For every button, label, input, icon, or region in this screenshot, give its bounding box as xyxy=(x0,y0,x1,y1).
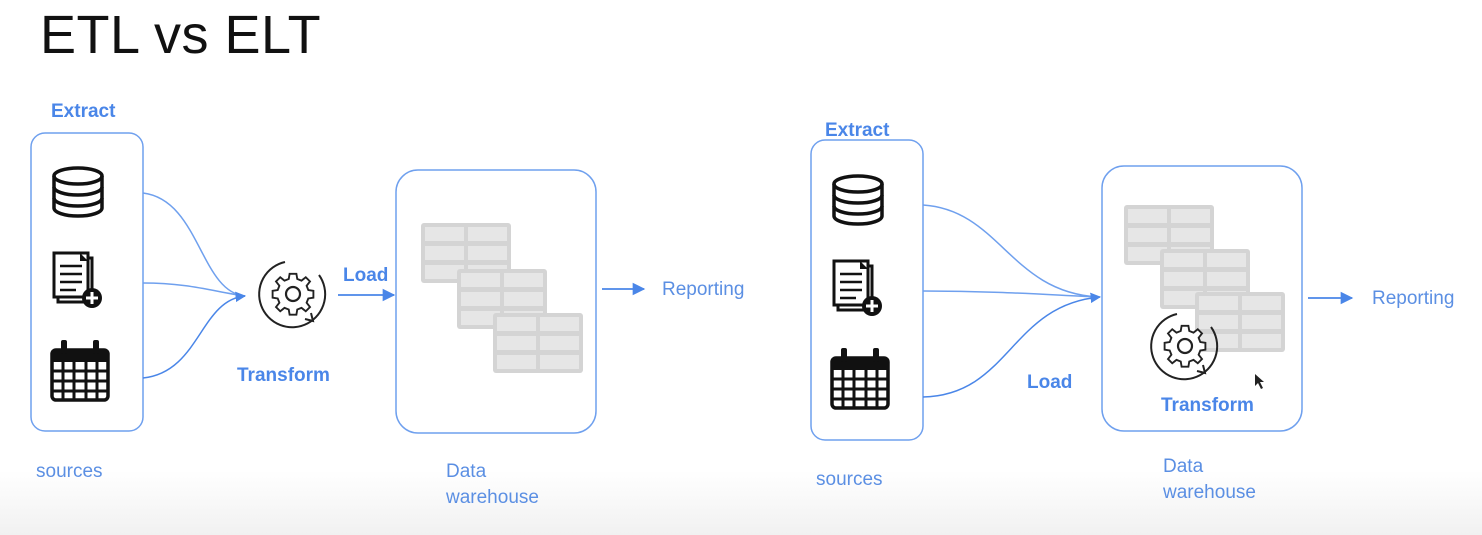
elt-reporting-label: Reporting xyxy=(1372,288,1455,309)
etl-warehouse-label-line2: warehouse xyxy=(446,487,539,508)
etl-load-label: Load xyxy=(343,265,389,286)
table-icon xyxy=(1195,292,1285,352)
calendar-icon xyxy=(50,338,110,402)
elt-warehouse-box xyxy=(1101,165,1303,432)
etl-warehouse-label-line1: Data xyxy=(446,461,487,482)
elt-warehouse-label-line1: Data xyxy=(1163,456,1204,477)
elt-transform-label: Transform xyxy=(1161,395,1254,416)
elt-flow-cal xyxy=(922,292,1102,398)
etl-flow-doc xyxy=(142,282,246,297)
page-title: ETL vs ELT xyxy=(40,5,322,65)
document-add-icon xyxy=(832,259,884,318)
elt-sources-label: sources xyxy=(816,469,883,490)
gear-icon xyxy=(258,260,327,329)
etl-reporting-label: Reporting xyxy=(662,279,745,300)
database-icon xyxy=(52,166,104,218)
calendar-icon xyxy=(830,346,890,410)
table-icon xyxy=(493,313,583,373)
elt-flow-doc xyxy=(922,290,1099,298)
elt-warehouse-label-line2: warehouse xyxy=(1163,482,1256,503)
elt-load-label: Load xyxy=(1027,372,1073,393)
elt-sources-box xyxy=(810,139,924,441)
etl-warehouse-box xyxy=(395,169,597,434)
etl-sources-box xyxy=(30,132,144,432)
etl-extract-label: Extract xyxy=(51,101,116,122)
etl-flow-db xyxy=(142,192,246,297)
elt-flow-db xyxy=(922,204,1099,298)
document-add-icon xyxy=(52,251,104,310)
mouse-cursor-icon xyxy=(1255,374,1264,389)
etl-flow-cal xyxy=(142,291,247,379)
elt-extract-label: Extract xyxy=(825,120,890,141)
etl-sources-label: sources xyxy=(36,461,103,482)
etl-transform-label: Transform xyxy=(237,365,330,386)
database-icon xyxy=(832,174,884,226)
